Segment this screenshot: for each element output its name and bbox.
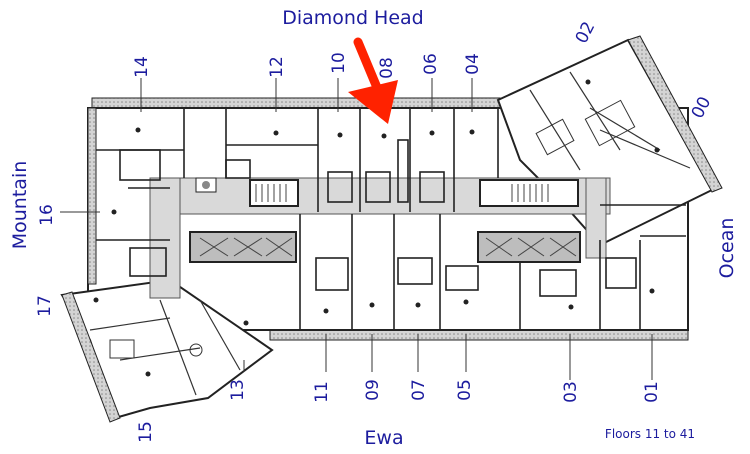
unit-label-10: 10: [329, 52, 349, 74]
direction-east-label: Ocean: [716, 218, 738, 279]
direction-north-label: Diamond Head: [282, 7, 424, 29]
direction-west-label: Mountain: [9, 161, 31, 250]
unit-label-03: 03: [561, 381, 581, 403]
unit-label-01: 01: [642, 381, 662, 403]
elevator-core-west: [189, 231, 297, 263]
unit-label-15: 15: [136, 421, 156, 443]
unit-label-05: 05: [455, 379, 475, 401]
direction-south-label: Ewa: [364, 427, 403, 449]
stair-core-east: [479, 179, 579, 207]
south-unit-walls: [96, 187, 686, 330]
unit-label-09: 09: [363, 379, 383, 401]
floors-footnote: Floors 11 to 41: [605, 427, 695, 441]
unit-label-04: 04: [463, 53, 483, 75]
elevator-core-east: [477, 231, 581, 263]
unit-label-00: 00: [688, 94, 716, 122]
unit-label-14: 14: [132, 56, 152, 78]
unit-label-06: 06: [421, 53, 441, 75]
stair-core-west: [195, 177, 299, 207]
red-arrow: [348, 37, 398, 124]
unit-label-12: 12: [267, 56, 287, 78]
unit-label-08: 08: [377, 57, 397, 79]
unit-label-17: 17: [35, 295, 55, 317]
unit-label-11: 11: [312, 381, 332, 403]
northeast-wing: [496, 35, 723, 247]
unit-label-02: 02: [572, 19, 600, 47]
southwest-wing: [60, 278, 274, 423]
unit-label-16: 16: [37, 204, 57, 226]
unit-label-07: 07: [409, 379, 429, 401]
label-leader-lines: [60, 78, 653, 380]
unit-label-13: 13: [228, 379, 248, 401]
room-markers: [93, 79, 660, 377]
north-unit-walls: [96, 108, 499, 212]
